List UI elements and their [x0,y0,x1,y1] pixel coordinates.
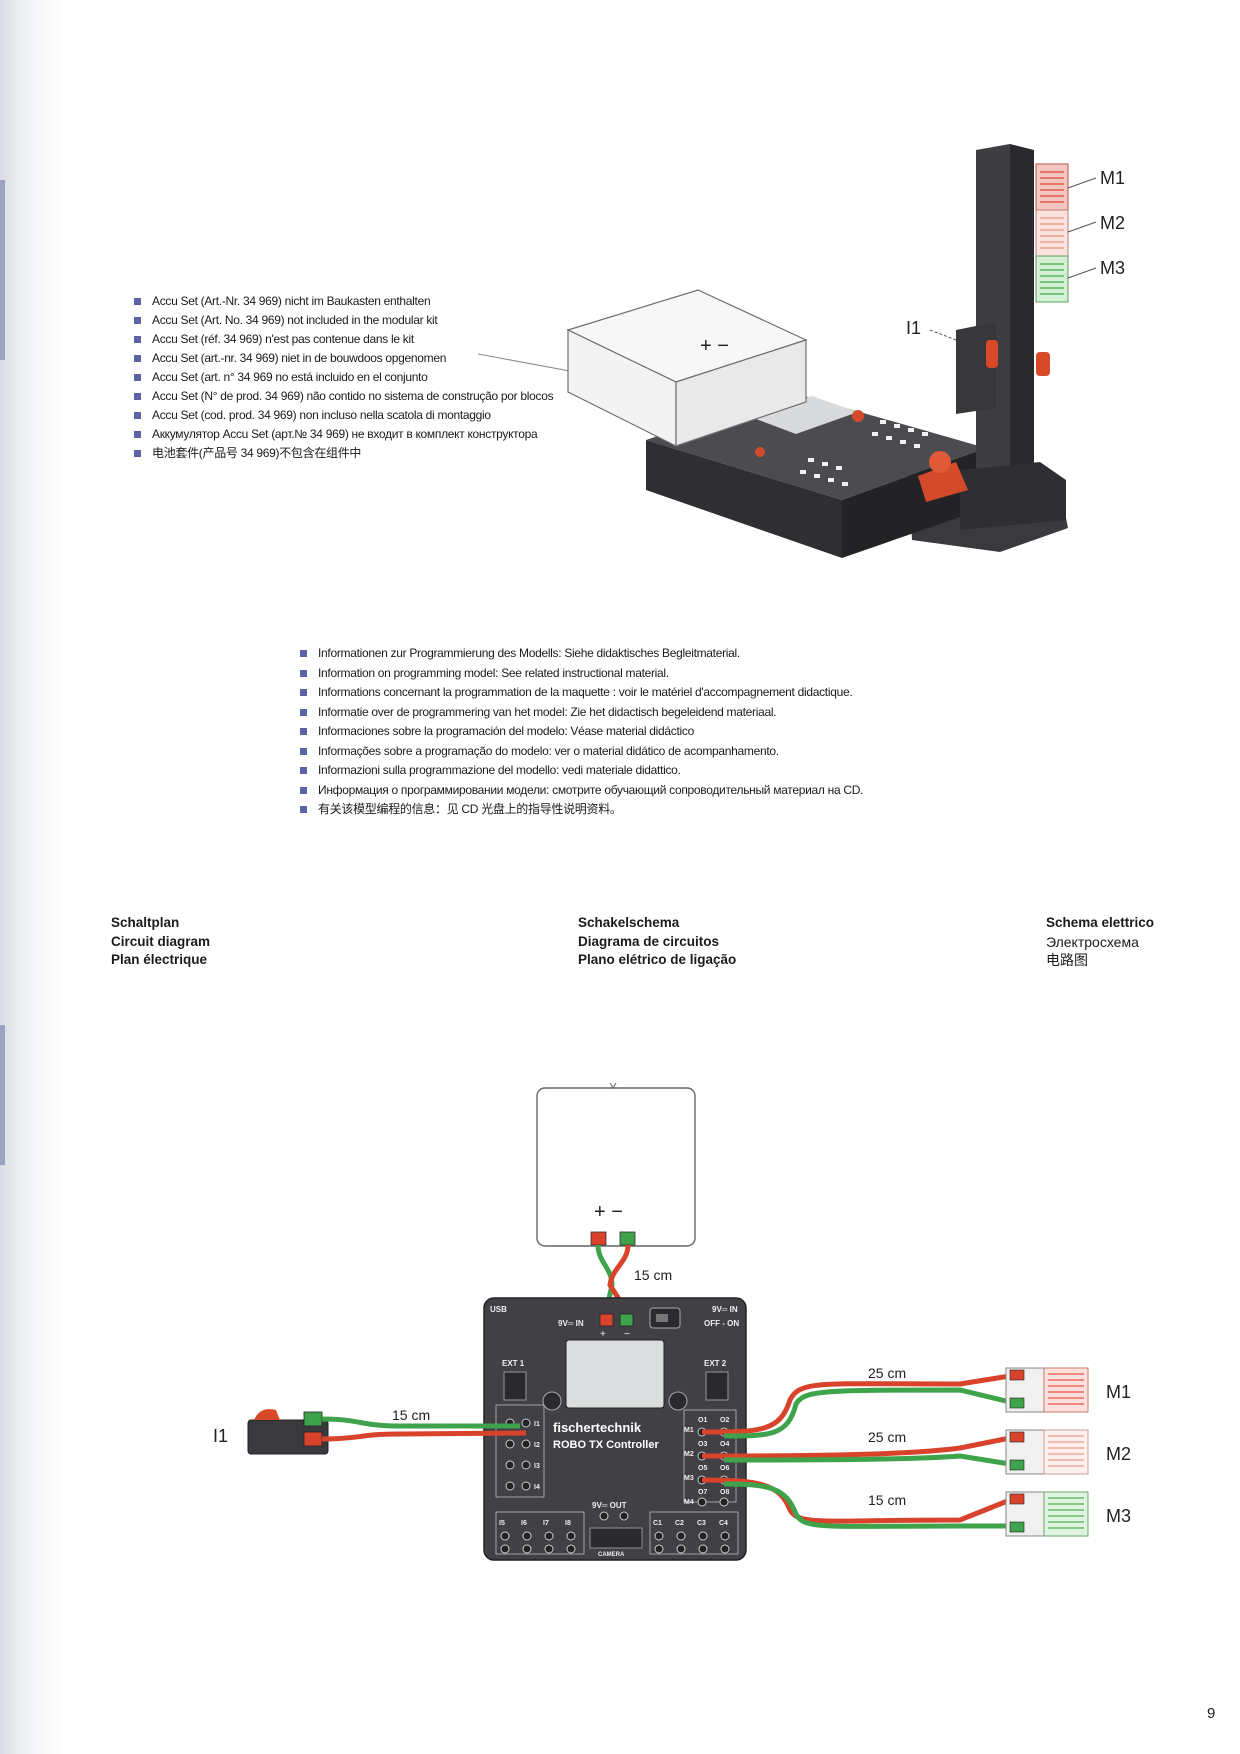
svg-text:O3: O3 [698,1441,707,1448]
svg-text:I7: I7 [543,1520,549,1527]
svg-text:O1: O1 [698,1417,707,1424]
lamp-label-m3: M3 [1106,1506,1131,1526]
tower-pillar-side [1010,144,1034,512]
heading-center: Schakelschema Diagrama de circuitos Plan… [578,915,737,967]
binding-mark-top [0,180,5,360]
model-label-m1: M1 [1100,168,1125,188]
controller-sockets [800,420,928,486]
svg-text:EXT 2: EXT 2 [704,1359,727,1368]
svg-text:C3: C3 [697,1520,706,1527]
lamp-stack [1035,163,1069,303]
svg-text:+: + [600,1329,606,1340]
accu-set-list: Accu Set (Art.-Nr. 34 969) nicht im Bauk… [134,292,554,463]
list-item: Information on programming model: See re… [300,664,863,684]
battery-pack [536,1087,696,1247]
svg-text:I5: I5 [499,1520,505,1527]
lamp-cable-length-m2: 25 cm [868,1429,906,1445]
page-number: 9 [1207,1705,1216,1722]
svg-text:O4: O4 [720,1441,729,1448]
list-item: Accu Set (art.-nr. 34 969) niet in de bo… [134,349,553,368]
list-item: 电池套件(产品号 34 969)不包含在组件中 [134,444,553,463]
controller-display [565,1339,665,1409]
controller-display [748,396,858,434]
battery-plus-minus: + − [594,1201,623,1223]
binding-mark-bottom [0,1025,5,1165]
svg-text:9V═ OUT: 9V═ OUT [592,1501,627,1510]
base-red-block [918,462,968,502]
svg-text:CAMERA: CAMERA [598,1552,625,1558]
list-item: 有关该模型编程的信息：见 CD 光盘上的指导性说明资料。 [300,800,863,820]
model-label-m2: M2 [1100,213,1125,233]
controller-brand: fischertechnik [553,1420,642,1435]
svg-text:EXT 1: EXT 1 [502,1359,525,1368]
lamp-m1 [1005,1367,1089,1413]
lamp-cable-length-m1: 25 cm [868,1365,906,1381]
binding-shadow [0,0,62,1754]
svg-text:I1: I1 [534,1421,540,1428]
list-item: Informatie over de programmering van het… [300,703,863,723]
list-item: Информация о программировании модели: см… [300,781,863,801]
svg-text:I2: I2 [534,1442,540,1449]
svg-text:O6: O6 [720,1465,729,1472]
svg-text:M2: M2 [684,1451,694,1458]
switch-label-i1: I1 [213,1426,228,1446]
tower-base [960,462,1066,530]
battery-cable-length: 15 cm [634,1267,672,1283]
controller-front [646,440,842,558]
switch-button [986,340,998,368]
svg-text:I8: I8 [565,1520,571,1527]
list-item: Informações sobre a programação do model… [300,742,863,762]
list-item: Accu Set (N° de prod. 34 969) não contid… [134,387,554,406]
svg-text:O5: O5 [698,1465,707,1472]
heading-left: Schaltplan Circuit diagram Plan électriq… [111,915,211,967]
svg-text:O7: O7 [698,1489,707,1496]
lamp-label-m1: M1 [1106,1382,1131,1402]
inputs-bottom: I5 I6 I7 I8 [495,1511,585,1555]
heading-right: Schema elettrico Электросхема 电路图 [1046,915,1155,968]
list-item: Аккумулятор Accu Set (арт.№ 34 969) не в… [134,425,553,444]
svg-text:9V═ IN: 9V═ IN [712,1305,738,1314]
controller-model: ROBO TX Controller [553,1439,659,1451]
model-label-m3: M3 [1100,258,1125,278]
list-item: Informations concernant la programmation… [300,683,863,703]
svg-text:C2: C2 [675,1520,684,1527]
list-item: Accu Set (Art.-Nr. 34 969) nicht im Bauk… [134,292,553,311]
list-item: Accu Set (art. n° 34 969 no está incluid… [134,368,553,387]
svg-text:C1: C1 [653,1520,662,1527]
svg-text:USB: USB [490,1305,507,1314]
lamp-m3 [1005,1491,1089,1537]
svg-text:M4: M4 [684,1499,694,1506]
svg-text:M3: M3 [684,1475,694,1482]
list-item: Informazioni sulla programmazione del mo… [300,761,863,781]
svg-text:9V═ IN: 9V═ IN [558,1319,584,1328]
svg-text:C4: C4 [719,1520,728,1527]
svg-text:OFF - ON: OFF - ON [704,1319,739,1328]
lamp-cable-length-m3: 15 cm [868,1492,906,1508]
counters: C1 C2 C3 C4 [649,1511,739,1555]
svg-text:I6: I6 [521,1520,527,1527]
list-item: Accu Set (Art. No. 34 969) not included … [134,311,553,330]
list-item: Accu Set (cod. prod. 34 969) non incluso… [134,406,553,425]
battery-plus-minus: + − [700,335,729,357]
svg-text:O2: O2 [720,1417,729,1424]
svg-text:O8: O8 [720,1489,729,1496]
lamp-label-m2: M2 [1106,1444,1131,1464]
svg-text:I4: I4 [534,1484,540,1491]
svg-text:−: − [624,1329,630,1340]
programming-info-list: Informationen zur Programmierung des Mod… [300,644,863,820]
list-item: Informationen zur Programmierung des Mod… [300,644,863,664]
battery-side [675,339,807,447]
model-label-i1: I1 [906,318,921,338]
list-item: Informaciones sobre la programación del … [300,722,863,742]
tower-red-peg [1036,352,1050,376]
svg-text:I3: I3 [534,1463,540,1470]
lamp-m2 [1005,1429,1089,1475]
svg-text:M1: M1 [684,1427,694,1434]
list-item: Accu Set (réf. 34 969) n'est pas contenu… [134,330,553,349]
switch-cable-length: 15 cm [392,1407,430,1423]
lamp-cables [701,1373,1011,1529]
